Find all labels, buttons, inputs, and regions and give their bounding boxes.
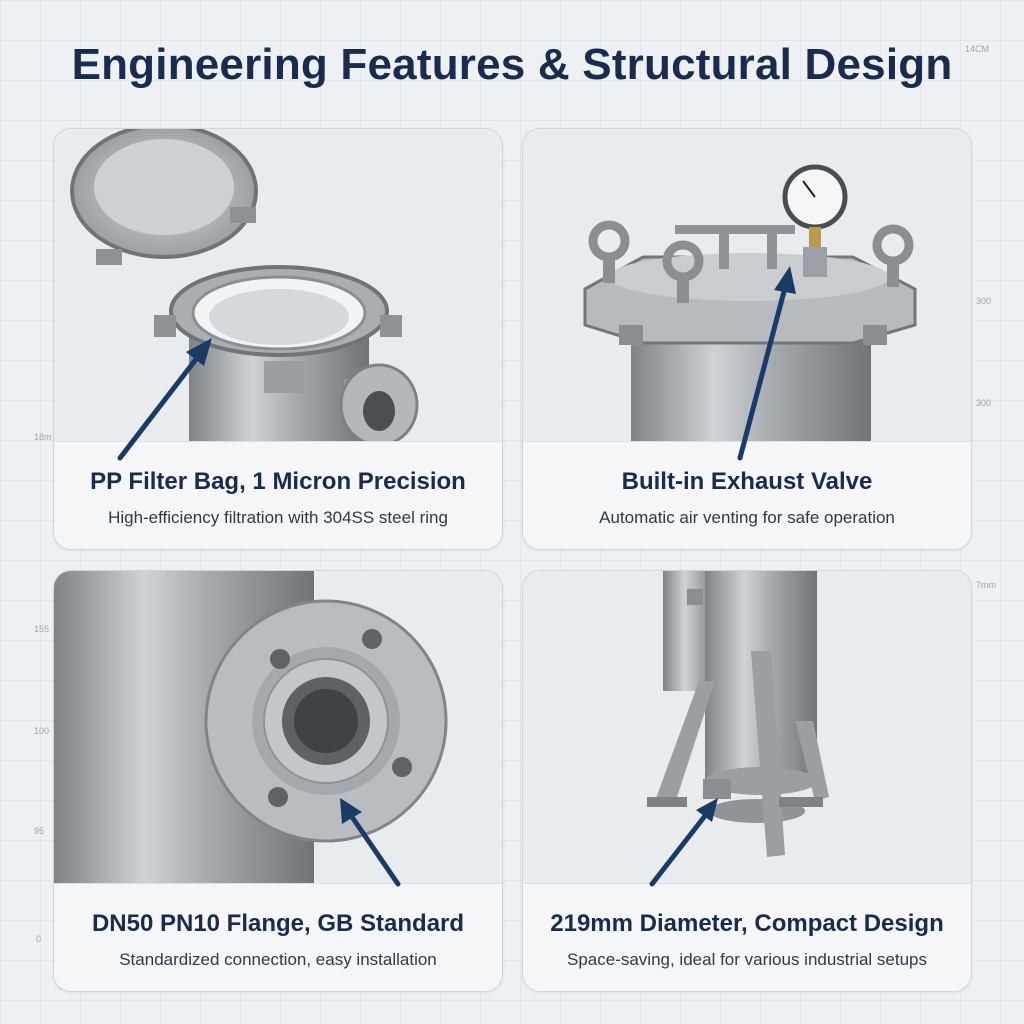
ruler-label: 300 <box>976 398 992 408</box>
page-title: Engineering Features & Structural Design <box>71 40 953 89</box>
ruler-label: 95 <box>34 826 45 836</box>
feature-description: Space-saving, ideal for various industri… <box>566 950 928 969</box>
feature-heading: 219mm Diameter, Compact Design <box>550 910 944 937</box>
feature-heading: Built-in Exhaust Valve <box>621 468 873 495</box>
pressure-gauge-lid-image <box>523 129 971 441</box>
ruler-label: 0 <box>36 934 42 944</box>
ruler-label: 155 <box>34 624 50 634</box>
feature-description: Automatic air venting for safe operation <box>599 508 895 527</box>
ruler-label: 7mm <box>976 580 996 590</box>
ruler-label: 300 <box>976 296 992 306</box>
housing-legs-image <box>523 571 971 883</box>
ruler-label: 18m <box>34 432 52 442</box>
feature-caption: Built-in Exhaust Valve Automatic air ven… <box>523 441 971 549</box>
feature-description: High-efficiency filtration with 304SS st… <box>108 508 448 527</box>
open-lid-filter-bag-image <box>54 129 502 441</box>
feature-description: Standardized connection, easy installati… <box>119 950 437 969</box>
feature-caption: PP Filter Bag, 1 Micron Precision High-e… <box>54 441 502 549</box>
feature-card-compact-design: 219mm Diameter, Compact Design Space-sav… <box>522 570 972 992</box>
flange-closeup-image <box>54 571 502 883</box>
feature-card-flange: DN50 PN10 Flange, GB Standard Standardiz… <box>53 570 503 992</box>
feature-caption: DN50 PN10 Flange, GB Standard Standardiz… <box>54 883 502 991</box>
feature-heading: DN50 PN10 Flange, GB Standard <box>91 910 465 937</box>
feature-heading: PP Filter Bag, 1 Micron Precision <box>90 468 466 495</box>
feature-card-filter-bag: PP Filter Bag, 1 Micron Precision High-e… <box>53 128 503 550</box>
ruler-label: 14CM <box>965 44 990 54</box>
feature-card-exhaust-valve: Built-in Exhaust Valve Automatic air ven… <box>522 128 972 550</box>
ruler-label: 100 <box>34 726 50 736</box>
feature-caption: 219mm Diameter, Compact Design Space-sav… <box>523 883 971 991</box>
